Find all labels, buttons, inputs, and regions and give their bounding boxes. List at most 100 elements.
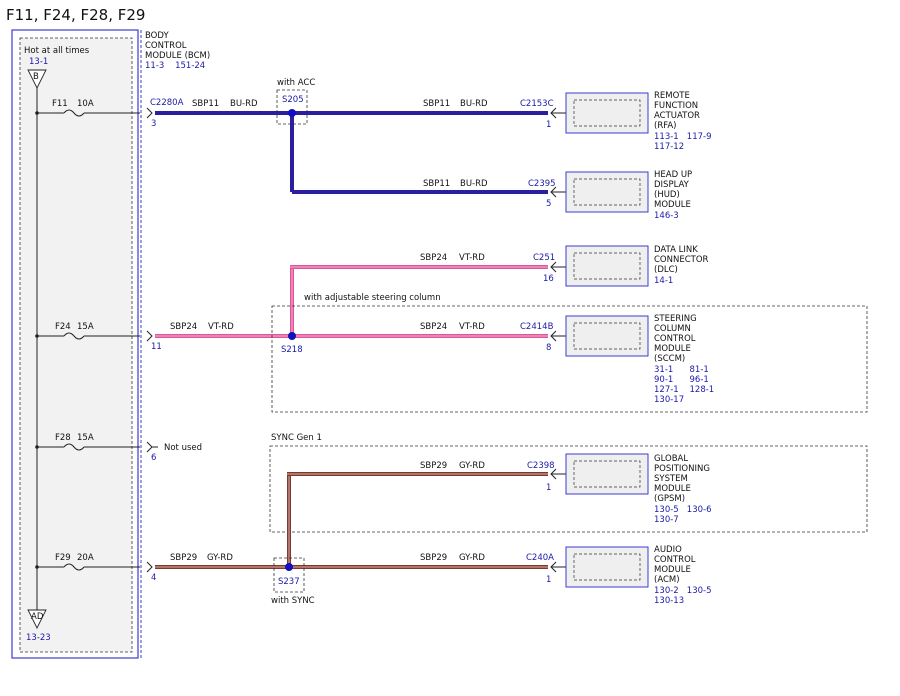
fuse-amps: 20A [77,553,94,563]
module-name: (ACM) [654,575,680,585]
module-ref: 14-1 [654,276,673,286]
module-ref: 113-1 117-9 [654,132,712,142]
wire-label: SBP11 [192,99,219,109]
module-pin: 5 [546,199,551,209]
wire-color-label: VT-RD [459,322,485,332]
bcm-line-3: MODULE (BCM) [145,51,210,61]
module-pin: 1 [546,483,551,493]
module-dlc: C251 16 DATA LINK CONNECTOR (DLC) 14-1 [533,245,709,287]
splice-s205-dot [288,109,296,117]
module-name: CONTROL [654,334,696,344]
fuse-box-label: Hot at all times [24,46,90,56]
splice-s205-box [276,89,308,125]
module-connector: C240A [526,553,554,563]
wire-color-label: BU-RD [230,99,258,109]
fuse-name: F28 [55,433,71,443]
fuse-name: F24 [55,322,71,332]
module-name: MODULE [654,344,691,354]
fuse-box-body [19,37,133,653]
circuit-sbp24 [155,265,548,338]
module-ref: 130-2 130-5 [654,586,712,596]
module-acm: C240A 1 AUDIO CONTROL MODULE (ACM) 130-2… [526,545,712,606]
module-connector: C2395 [528,179,556,189]
wire-color-label: BU-RD [460,179,488,189]
bcm-line-1: BODY [145,31,169,41]
bcm-pin-11: 11 [151,342,162,352]
module-name: REMOTE [654,91,690,101]
bcm-line-2: CONTROL [145,41,187,51]
module-name: GLOBAL [654,454,688,464]
connector-ad-label: AD [31,612,44,622]
wire-color-label: GY-RD [459,553,485,563]
fuse-icon [63,332,85,340]
module-name: ACTUATOR [654,111,700,121]
connector-b-icon [27,69,47,90]
module-name: (GPSM) [654,494,685,504]
module-name: (SCCM) [654,354,685,364]
module-name: STEERING [654,314,697,324]
wire-label: SBP29 [420,461,447,471]
fuse-f28: F28 15A [35,433,140,451]
module-name: AUDIO [654,545,682,555]
fuse-f29: F29 20A [35,553,140,571]
fuse-f11: F11 10A [35,99,140,117]
module-pin: 8 [546,343,551,353]
module-connector: C2414B [520,322,554,332]
module-name: COLUMN [654,324,691,334]
module-connector: C2398 [527,461,555,471]
module-hud: C2395 5 HEAD UP DISPLAY (HUD) MODULE 146… [528,170,692,221]
module-ref: 130-13 [654,596,684,606]
fuse-icon [63,563,85,571]
module-name: (HUD) [654,190,680,200]
fuse-amps: 15A [77,322,94,332]
sync-option-label: SYNC Gen 1 [271,433,322,443]
module-ref: 146-3 [654,211,679,221]
module-gpsm: C2398 1 GLOBAL POSITIONING SYSTEM MODULE… [527,453,712,525]
module-name: (DLC) [654,265,678,275]
module-ref: 130-7 [654,515,679,525]
not-used-label: Not used [164,443,202,453]
wire-label: SBP24 [420,322,447,332]
module-rfa: C2153C 1 REMOTE FUNCTION ACTUATOR (RFA) … [520,91,712,152]
module-ref: 130-5 130-6 [654,505,712,515]
fuse-name: F11 [52,99,68,109]
splice-s218-label: S218 [281,345,303,355]
module-name: SYSTEM [654,474,688,484]
bcm-pin-4: 4 [151,573,156,583]
module-name: POSITIONING [654,464,710,474]
wire-color-label: VT-RD [208,322,234,332]
module-sccm: C2414B 8 STEERING COLUMN CONTROL MODULE … [520,314,714,405]
module-connector: C2153C [520,99,554,109]
wire-label: SBP29 [420,553,447,563]
page-title: F11, F24, F28, F29 [6,6,145,24]
wire-color-label: BU-RD [460,99,488,109]
splice-s205-label: S205 [282,95,304,105]
fuse-icon [63,109,85,117]
module-name: HEAD UP [654,170,692,180]
fuse-icon [63,443,85,451]
bcm-pin-arrows [146,107,158,573]
wire-label: SBP24 [420,253,447,263]
splice-s237-label: S237 [278,577,300,587]
circuit-sbp11 [155,111,548,194]
fuse-box-ref: 13-1 [29,57,48,67]
module-name: CONNECTOR [654,255,709,265]
with-sync-label: with SYNC [271,596,315,606]
splice-s237-dot [285,563,293,571]
module-ref: 90-1 96-1 [654,375,709,385]
fuse-amps: 15A [77,433,94,443]
module-name: MODULE [654,200,691,210]
module-ref: 127-1 128-1 [654,385,714,395]
module-ref: 117-12 [654,142,684,152]
module-pin: 1 [546,575,551,585]
splice-s218-dot [288,332,296,340]
bcm-pin-6: 6 [151,453,156,463]
fuse-amps: 10A [77,99,94,109]
circuit-sbp29 [155,472,548,569]
bcm-refs: 11-3 151-24 [145,61,205,71]
module-name: MODULE [654,484,691,494]
wire-label: SBP29 [170,553,197,563]
fuse-f24: F24 15A [35,322,140,340]
module-ref: 31-1 81-1 [654,365,709,375]
